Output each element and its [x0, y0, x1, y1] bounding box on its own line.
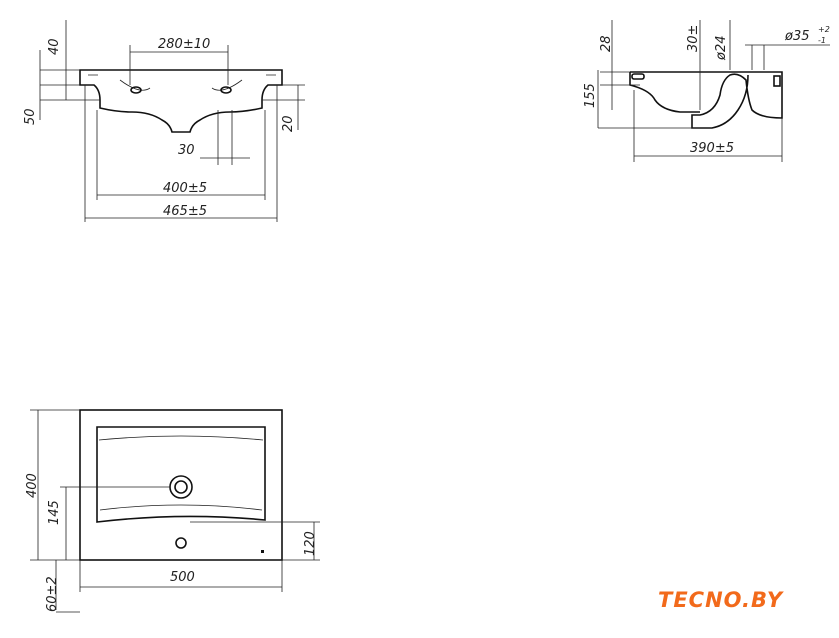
- dim-400: 400: [25, 473, 40, 498]
- dim-35-plus: +2: [818, 25, 830, 34]
- dim-30: 30±: [686, 25, 701, 52]
- dim-145: 145: [47, 500, 62, 525]
- dim-28: 28: [599, 35, 614, 52]
- dim-35-minus: -1: [818, 36, 826, 45]
- dim-20: 20: [281, 115, 296, 132]
- tecno-logo: TECNO.BY: [658, 588, 784, 612]
- dim-60: 60±2: [45, 576, 60, 612]
- dim-40: 40: [47, 38, 62, 55]
- dim-35: ø35: [784, 29, 810, 44]
- dim-465: 465±5: [163, 204, 207, 219]
- dim-120: 120: [303, 531, 318, 556]
- side-view: 28 30± ø24 ø35 +2 -1 155 390±5: [583, 20, 830, 162]
- dim-280: 280±10: [158, 37, 210, 52]
- top-view: 400 145 120 500 60±2: [25, 409, 320, 613]
- dim-50: 50: [23, 108, 38, 125]
- dim-500: 500: [170, 570, 195, 585]
- dim-155: 155: [583, 83, 598, 108]
- front-view: 40 50 20 280±10 30 400±5 465±5: [23, 20, 305, 222]
- dim-30: 30: [178, 143, 195, 158]
- dim-400: 400±5: [163, 181, 207, 196]
- dim-24: ø24: [714, 36, 729, 62]
- dim-390: 390±5: [690, 141, 734, 156]
